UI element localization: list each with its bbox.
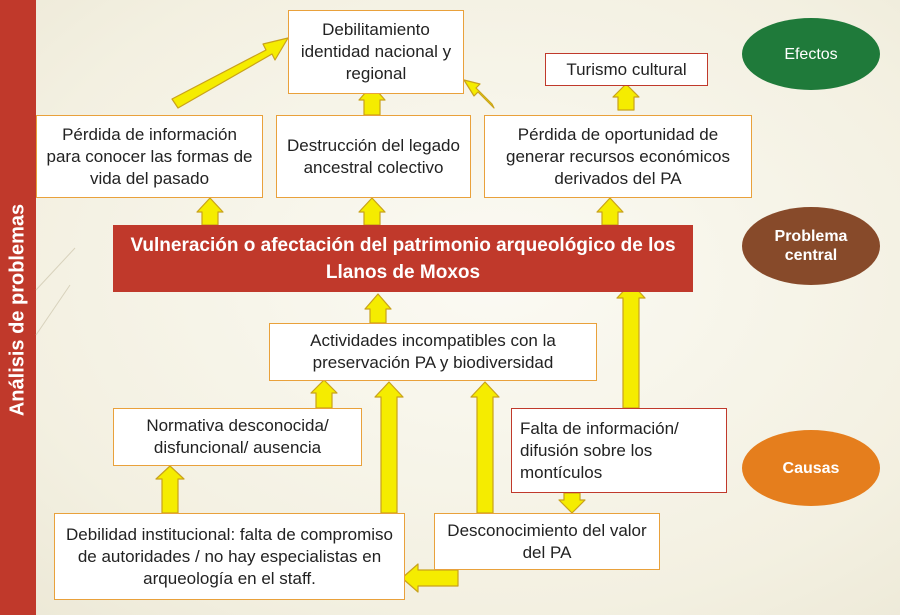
- central-problem: Vulneración o afectación del patrimonio …: [113, 225, 693, 292]
- central-problem-text: Vulneración o afectación del patrimonio …: [130, 234, 676, 283]
- arrow-up-institutional-to-regulations: [155, 465, 185, 514]
- arrow-up-unawareness-to-activities: [470, 381, 500, 514]
- arrow-up-central-to-opportunity: [596, 197, 624, 226]
- cause-info-lack: Falta de información/ difusión sobre los…: [511, 408, 727, 493]
- effect-tourism-text: Turismo cultural: [566, 59, 687, 79]
- legend-central-problem-ellipse: Problema central: [742, 207, 880, 285]
- sidebar: Análisis de problemas: [0, 0, 36, 615]
- cause-regulations-text: Normativa desconocida/ disfuncional/ aus…: [146, 416, 329, 457]
- effect-top-identity-text: Debilitamiento identidad nacional y regi…: [300, 20, 452, 83]
- cause-regulations: Normativa desconocida/ disfuncional/ aus…: [113, 408, 362, 466]
- arrow-down-infolack-to-unawareness: [558, 492, 586, 514]
- effect-opportunity-text: Pérdida de oportunidad de generar recurs…: [506, 124, 730, 188]
- arrow-diag-infoloss-to-top: [171, 37, 289, 109]
- arrow-up-central-to-legacy: [358, 197, 386, 226]
- cause-activities: Actividades incompatibles con la preserv…: [269, 323, 597, 381]
- legend-effects-label: Efectos: [784, 45, 838, 63]
- arrow-up-infolack-to-central: [616, 282, 646, 409]
- legend-central-problem-label: Problema central: [774, 228, 848, 264]
- arrow-diag-opportunity-to-top: [463, 79, 495, 109]
- effect-legacy-text: Destrucción del legado ancestral colecti…: [287, 135, 460, 177]
- effect-top-identity: Debilitamiento identidad nacional y regi…: [288, 10, 464, 94]
- legend-causes-ellipse: Causas: [742, 430, 880, 506]
- arrow-up-regulations-to-activities: [310, 379, 338, 409]
- effect-legacy: Destrucción del legado ancestral colecti…: [276, 115, 471, 198]
- arrow-up-activities-to-central: [364, 293, 392, 324]
- effect-opportunity: Pérdida de oportunidad de generar recurs…: [484, 115, 752, 198]
- effect-tourism: Turismo cultural: [545, 53, 708, 86]
- cause-activities-text: Actividades incompatibles con la preserv…: [310, 331, 556, 372]
- legend-effects-ellipse: Efectos: [742, 18, 880, 90]
- arrow-up-institutional-to-activities: [374, 381, 404, 514]
- effect-info-loss-text: Pérdida de información para conocer las …: [46, 124, 253, 188]
- cause-unawareness: Desconocimiento del valor del PA: [434, 513, 660, 570]
- arrow-left-unawareness-to-institutional: [401, 563, 459, 593]
- arrow-up-tourism: [612, 83, 640, 111]
- cause-institutional-text: Debilidad institucional: falta de compro…: [66, 524, 393, 588]
- cause-info-lack-text: Falta de información/ difusión sobre los…: [520, 418, 679, 482]
- effect-info-loss: Pérdida de información para conocer las …: [36, 115, 263, 198]
- cause-unawareness-text: Desconocimiento del valor del PA: [447, 520, 647, 562]
- legend-causes-label: Causas: [782, 459, 840, 477]
- cause-institutional: Debilidad institucional: falta de compro…: [54, 513, 405, 600]
- arrow-up-central-to-infoloss: [196, 197, 224, 226]
